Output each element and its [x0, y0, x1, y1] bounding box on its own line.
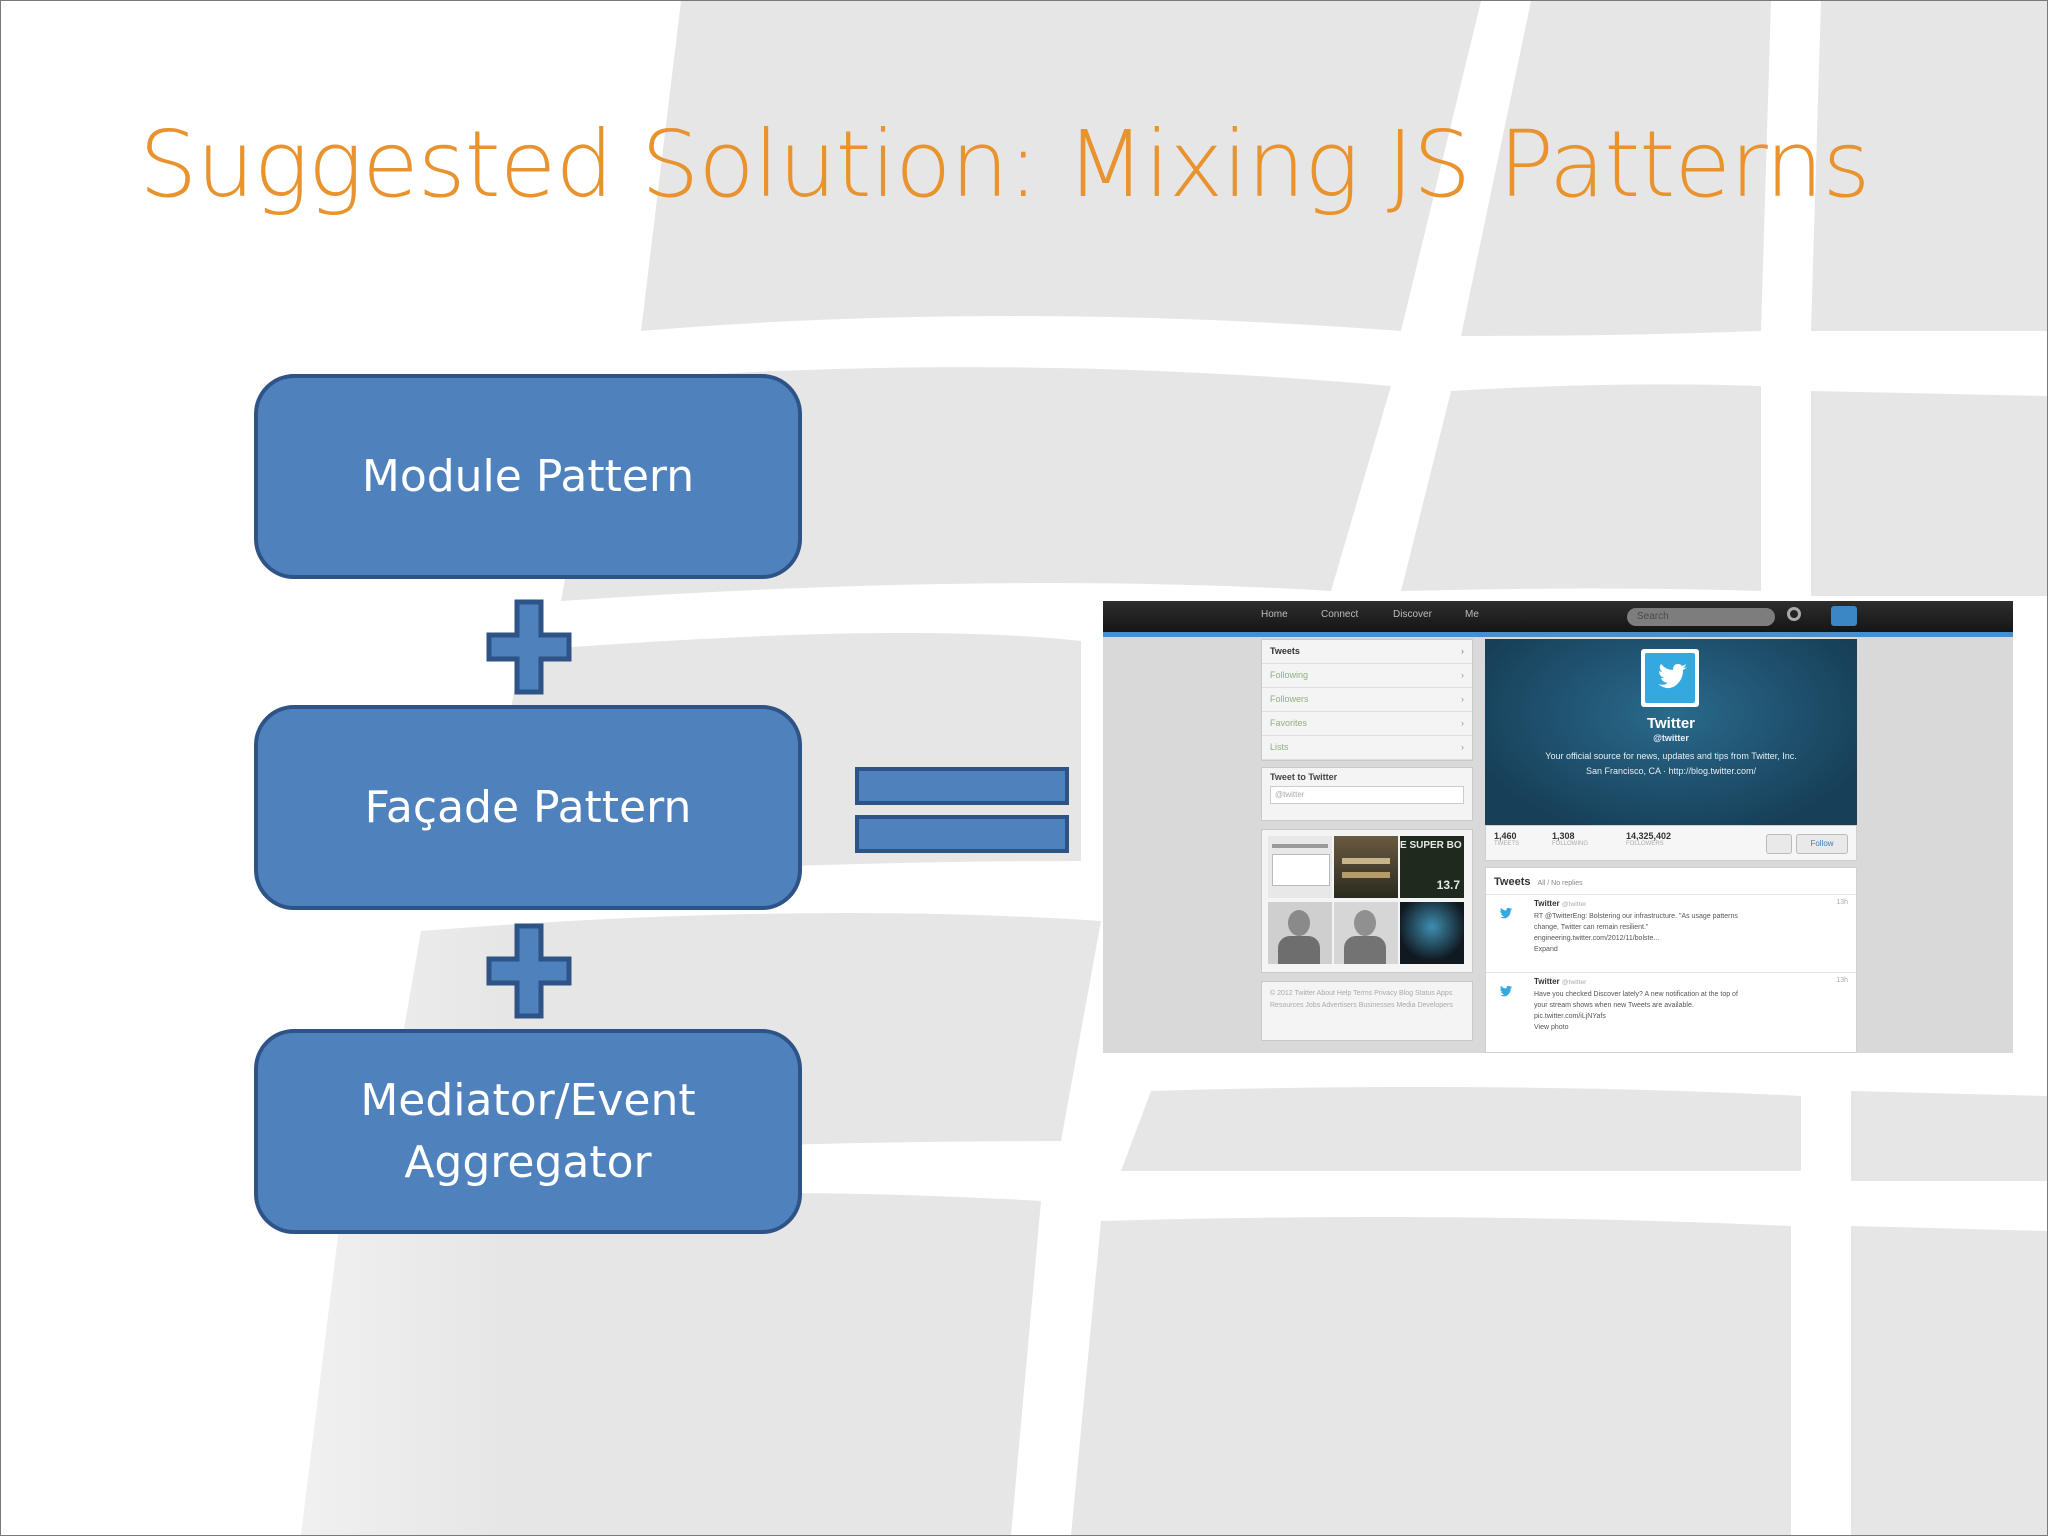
- plus-icon: [486, 599, 572, 695]
- mediator-event-aggregator-label: Mediator/Event Aggregator: [360, 1074, 696, 1188]
- tweet-to-box: Tweet to Twitter @twitter: [1261, 767, 1473, 821]
- twitter-bird-icon: [1658, 664, 1687, 689]
- media-thumb: [1334, 836, 1398, 898]
- nav-home: Home: [1261, 609, 1288, 620]
- left-nav-item: Followers: [1262, 688, 1472, 712]
- tweet-author-name: Twitter: [1534, 899, 1560, 908]
- tweets-heading: Tweets All / No replies: [1494, 876, 1583, 888]
- tweet-author: Twitter @twitter: [1534, 899, 1586, 908]
- left-nav-item: Following: [1262, 664, 1472, 688]
- tweet-text: RT @TwitterEng: Bolstering our infrastru…: [1534, 913, 1738, 953]
- follow-button: Follow: [1796, 834, 1848, 854]
- twitter-bird-icon: [1499, 907, 1513, 919]
- equals-icon: [855, 767, 1069, 853]
- media-thumb: [1334, 902, 1398, 964]
- left-nav-item: Tweets: [1262, 640, 1472, 664]
- tweet-item: Twitter @twitter 13h RT @TwitterEng: Bol…: [1486, 894, 1856, 969]
- stat-label: FOLLOWING: [1552, 841, 1589, 847]
- twitter-top-bar: Home Connect Discover Me Search: [1103, 601, 2013, 632]
- tweets-stream: Tweets All / No replies Twitter @twitter…: [1485, 867, 1857, 1053]
- plus-icon: [486, 923, 572, 1019]
- media-thumb: [1268, 836, 1332, 898]
- stat-following: 1,308 FOLLOWING: [1552, 831, 1588, 847]
- media-gallery: E SUPER BO 13.7: [1261, 829, 1473, 973]
- tweet-author-name: Twitter: [1534, 977, 1560, 986]
- stat-value: 1,460: [1494, 831, 1517, 841]
- twitter-profile-screenshot: Home Connect Discover Me Search Tweets F…: [1103, 601, 2013, 1053]
- media-thumb: [1268, 902, 1332, 964]
- twitter-profile-nav: Tweets Following Followers Favorites Lis…: [1261, 639, 1473, 761]
- stat-followers: 14,325,402 FOLLOWERS: [1626, 831, 1671, 847]
- profile-name: Twitter: [1646, 715, 1696, 732]
- gear-icon: [1787, 607, 1801, 621]
- twitter-avatar: [1641, 649, 1699, 707]
- slide-title: Suggested Solution: Mixing JS Patterns: [139, 111, 1870, 218]
- tweet-author: Twitter @twitter: [1534, 977, 1586, 986]
- profile-bio: Your official source for news, updates a…: [1545, 751, 1797, 776]
- person-icon: [1766, 834, 1792, 854]
- stat-tweets: 1,460 TWEETS: [1494, 831, 1519, 847]
- stat-label: FOLLOWERS: [1626, 841, 1664, 847]
- mediator-event-aggregator-box: Mediator/Event Aggregator: [254, 1029, 802, 1234]
- facade-pattern-label: Façade Pattern: [364, 781, 692, 833]
- nav-connect: Connect: [1321, 609, 1359, 620]
- tweet-time: 13h: [1836, 899, 1848, 906]
- module-pattern-label: Module Pattern: [361, 450, 695, 502]
- compose-tweet-icon: [1831, 606, 1857, 626]
- tweet-to-input: @twitter: [1270, 786, 1464, 804]
- tweet-time: 13h: [1836, 977, 1848, 984]
- tweet-to-title: Tweet to Twitter: [1270, 772, 1338, 782]
- tweets-title: Tweets: [1494, 876, 1531, 888]
- nav-discover: Discover: [1393, 609, 1432, 620]
- profile-header: Twitter @twitter Your official source fo…: [1485, 639, 1857, 825]
- profile-handle: @twitter: [1653, 733, 1689, 743]
- media-thumb: E SUPER BO 13.7: [1400, 836, 1464, 898]
- stat-value: 14,325,402: [1626, 831, 1672, 841]
- left-nav-item: Lists: [1262, 736, 1472, 760]
- twitter-bird-icon: [1499, 985, 1513, 997]
- module-pattern-box: Module Pattern: [254, 374, 802, 579]
- tweet-author-handle: @twitter: [1561, 979, 1587, 986]
- media-thumb: [1400, 902, 1464, 964]
- stat-label: TWEETS: [1494, 841, 1519, 847]
- media-thumb-text: E SUPER BO: [1400, 840, 1462, 851]
- tweets-subtitle: All / No replies: [1537, 880, 1583, 887]
- twitter-search-field: Search: [1627, 608, 1775, 626]
- tweet-item: Twitter @twitter 13h Have you checked Di…: [1486, 972, 1856, 1047]
- left-nav-item: Favorites: [1262, 712, 1472, 736]
- twitter-blue-stripe: [1103, 632, 2013, 637]
- tweet-text: Have you checked Discover lately? A new …: [1534, 991, 1738, 1031]
- stat-value: 1,308: [1552, 831, 1575, 841]
- profile-stats: 1,460 TWEETS 1,308 FOLLOWING 14,325,402 …: [1485, 825, 1857, 861]
- media-thumb-number: 13.7: [1436, 878, 1460, 892]
- tweet-author-handle: @twitter: [1561, 901, 1587, 908]
- facade-pattern-box: Façade Pattern: [254, 705, 802, 910]
- nav-me: Me: [1465, 609, 1479, 620]
- twitter-footer-links: © 2012 Twitter About Help Terms Privacy …: [1261, 981, 1473, 1041]
